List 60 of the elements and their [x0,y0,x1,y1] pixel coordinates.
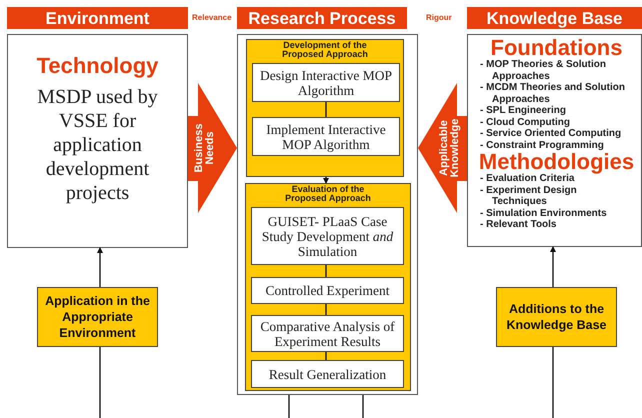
arrow [97,247,103,287]
arrow [550,246,556,287]
arrow [323,177,329,184]
knowledge-box [467,34,642,247]
process-box [251,207,404,265]
box-text: Additions to the Knowledge Base [505,301,608,333]
process-box [496,287,617,347]
box-text: Application in the Appropriate Environment [44,293,151,341]
list-item: - Constraint Programming [479,140,605,151]
process-box [252,117,400,156]
relation-label: Rigour [426,14,452,22]
edge-label: Business Needs [194,122,216,174]
phase-panel [246,39,404,177]
phase-title: Development of the Proposed Approach [281,40,369,59]
header-text: Knowledge Base [486,10,623,26]
process-box [251,315,404,352]
header-text: Environment [46,10,150,26]
connector-line [325,102,327,117]
description-text: MSDP used by VSSE for application development projects [36,85,159,205]
process-box [252,63,400,102]
list-item: - Relevant Tools [479,219,558,230]
section-header [467,7,642,29]
process-box [37,287,158,347]
list-item: - MOP Theories & Solution Approaches [479,59,607,82]
header-text: Research Process [248,10,396,26]
connector-line [99,347,101,418]
block-arrow [188,83,237,213]
list-item: - MCDM Theories and Solution Approaches [479,82,626,105]
process-box [251,277,404,304]
section-header [7,7,188,29]
list-item: - Cloud Computing [479,116,571,128]
phase-title: Evaluation of the Proposed Approach [284,184,372,203]
connector-line [552,347,554,418]
process-box [237,34,418,395]
list-item: - Simulation Environments [479,208,608,219]
step-text: Controlled Experiment [264,283,391,298]
connector-line [362,395,364,418]
environment-box [7,34,188,248]
section-heading: Foundations [490,37,622,59]
list-item: - SPL Engineering [479,105,567,116]
phase-panel [245,183,411,391]
block-arrow [418,83,467,213]
connector-line [325,352,327,360]
step-text: Comparative Analysis of Experiment Results [259,318,396,348]
step-text: GUISET- PLaaS Case Study Development and Simulation [260,214,394,258]
step-text: Implement Interactive MOP Algorithm [265,122,387,152]
section-heading: Methodologies [478,151,634,173]
list-item: - Service Oriented Computing [479,128,622,140]
step-text: Design Interactive MOP Algorithm [259,68,393,98]
connector-line [288,395,290,418]
relation-label: Relevance [192,14,232,22]
process-box [251,360,404,388]
section-heading: Technology [36,55,158,77]
connector-line [325,304,327,315]
section-header [237,7,407,29]
step-text: Result Generalization [268,366,388,382]
edge-label: Applicable Knowledge [439,118,461,180]
list-item: - Evaluation Criteria [479,173,574,184]
list-item: - Experiment Design Techniques [479,184,578,208]
connector-line [325,265,327,277]
